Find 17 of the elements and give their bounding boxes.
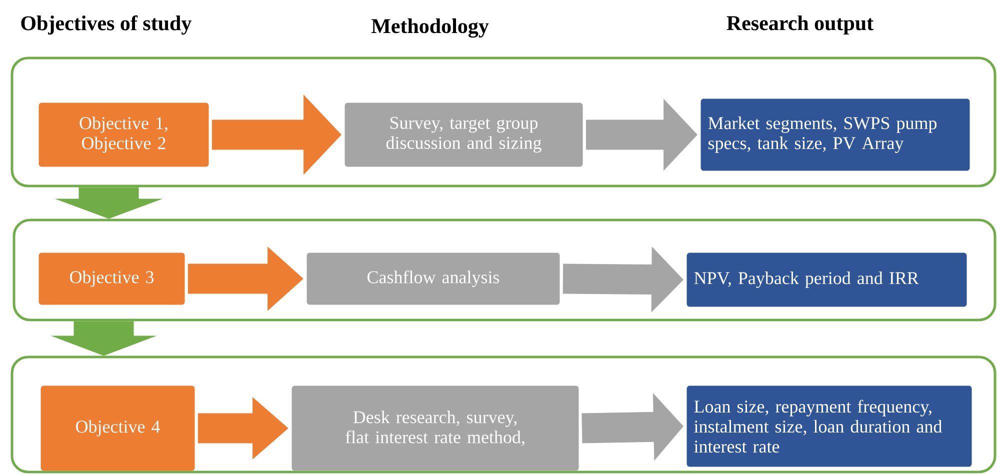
output-box: NPV, Payback period and IRR (686, 252, 967, 307)
method-box: Survey, target group discussion and sizing (344, 102, 583, 167)
objective-box: Objective 1, Objective 2 (38, 102, 209, 167)
output-box: Loan size, repayment frequency, instalment size, loan duration and interest rate (686, 386, 972, 467)
output-heading: Research output (726, 15, 874, 35)
output-box: Market segments, SWPS pump specs, tank size, PV Array (700, 98, 970, 171)
row-panel (10, 356, 996, 474)
objective-box: Objective 3 (38, 252, 185, 305)
objective-box: Objective 4 (40, 386, 195, 471)
objectives-heading: Objectives of study (21, 15, 192, 35)
block-arrow (54, 187, 163, 219)
method-box: Desk research, survey, flat interest rate method, (292, 386, 579, 471)
method-box: Cashflow analysis (306, 252, 560, 305)
methodology-heading: Methodology (371, 18, 489, 38)
block-arrow (50, 321, 157, 356)
row-panel (10, 56, 996, 188)
row-panel (12, 218, 996, 322)
